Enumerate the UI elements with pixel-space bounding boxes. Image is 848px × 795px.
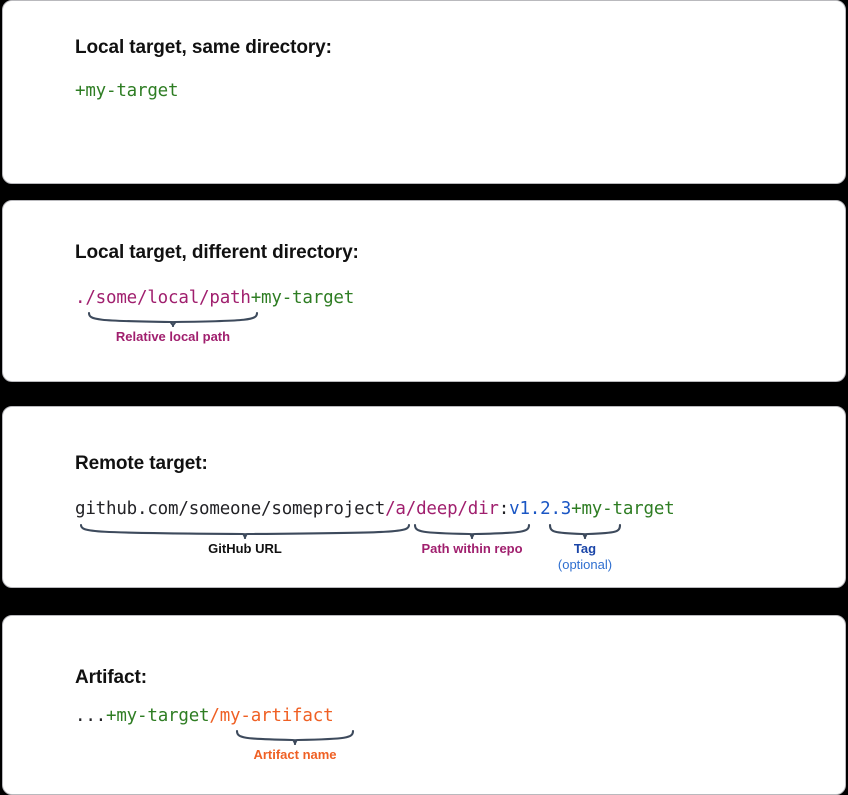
panel-title: Local target, different directory: [75, 242, 359, 263]
panel-title: Remote target: [75, 453, 208, 474]
curly-brace-icon [235, 729, 355, 745]
panel-artifact: Artifact: ...+my-target/my-artifact Arti… [2, 615, 846, 795]
code-token-tag: v1.2.3 [509, 499, 572, 519]
panel-local-same-directory: Local target, same directory: +my-target [2, 0, 846, 184]
annotation-label: Tag [573, 541, 597, 556]
annotation-label: GitHub URL [208, 541, 282, 556]
annotation-path-within-repo: Path within repo [413, 523, 531, 557]
annotation-artifact-name: Artifact name [235, 729, 355, 763]
code-token-target: +my-target [571, 499, 675, 519]
annotation-label: Artifact name [253, 747, 337, 762]
annotation-label: Path within repo [421, 541, 523, 556]
code-token-target: +my-target [75, 81, 179, 101]
code-token-artifact-name: /my-artifact [209, 706, 334, 726]
code-line: +my-target [75, 81, 179, 101]
annotation-label: Relative local path [115, 329, 231, 344]
panel-title: Artifact: [75, 667, 147, 688]
annotation-github-url: GitHub URL [79, 523, 411, 557]
panel-title: Local target, same directory: [75, 37, 332, 58]
curly-brace-icon [79, 523, 411, 539]
panel-local-different-directory: Local target, different directory: ./som… [2, 200, 846, 382]
code-token-relative-path: ./some/local/path [75, 288, 251, 308]
code-token-colon: : [498, 499, 510, 519]
code-line: github.com/someone/someproject/a/deep/di… [75, 499, 675, 519]
code-line: ./some/local/path+my-target [75, 288, 354, 308]
panel-remote-target: Remote target: github.com/someone/somepr… [2, 406, 846, 588]
annotation-sublabel: (optional) [557, 557, 613, 572]
code-token-path-within-repo: /a/deep/dir [385, 499, 499, 519]
code-token-github-url: github.com/someone/someproject [75, 499, 386, 519]
curly-brace-icon [548, 523, 622, 539]
code-token-ellipsis: ... [75, 706, 107, 726]
code-line: ...+my-target/my-artifact [75, 706, 334, 726]
curly-brace-icon [87, 311, 259, 327]
curly-brace-icon [413, 523, 531, 539]
annotation-relative-local-path: Relative local path [87, 311, 259, 345]
annotation-tag: Tag (optional) [548, 523, 622, 573]
code-token-target: +my-target [250, 288, 355, 308]
code-token-target: +my-target [106, 706, 210, 726]
